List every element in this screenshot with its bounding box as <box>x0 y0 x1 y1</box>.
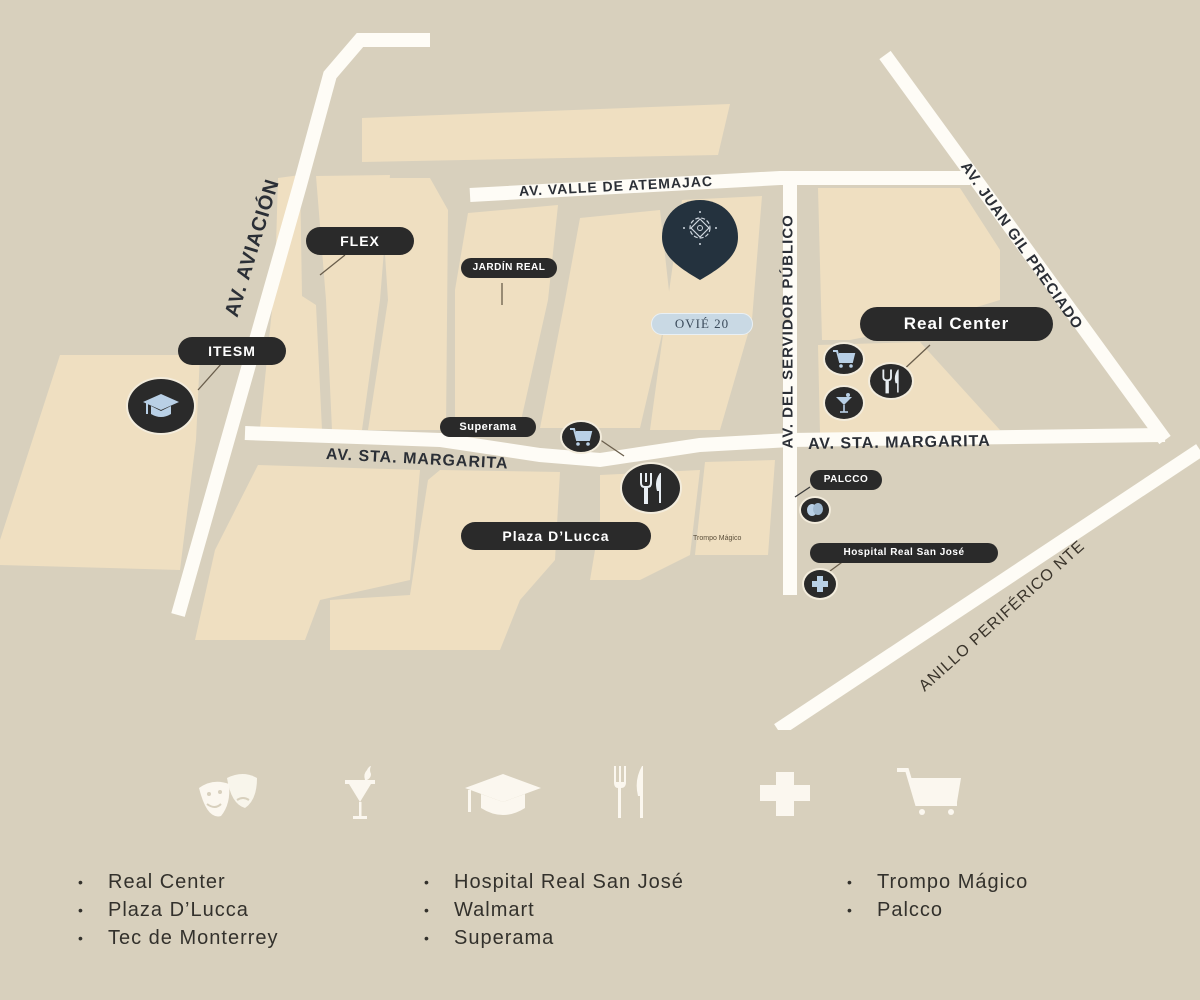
poi-hospital[interactable] <box>802 568 838 600</box>
legend-cocktail <box>343 764 383 827</box>
cocktail-icon <box>836 393 852 413</box>
place-label-hospital[interactable]: Hospital Real San José <box>810 543 998 563</box>
project-pin[interactable] <box>662 200 738 280</box>
fork-knife-icon <box>882 369 899 394</box>
legend-item: •Plaza D’Lucca <box>78 899 249 921</box>
legend-item: •Palcco <box>847 899 944 921</box>
graduation-cap-icon <box>465 774 541 815</box>
theater-masks-icon <box>807 503 823 516</box>
poi-palcco[interactable] <box>799 496 831 524</box>
shopping-cart-icon <box>897 768 961 815</box>
place-label-superama[interactable]: Superama <box>440 417 536 437</box>
project-badge-ovie20[interactable]: OVIÉ 20 <box>651 313 753 335</box>
poi-plaza-dlucca-restaurant[interactable] <box>620 462 682 514</box>
legend-graduation-cap <box>463 772 543 823</box>
place-label-plaza-dlucca[interactable]: Plaza D’Lucca <box>461 522 651 550</box>
poi-superama[interactable] <box>560 420 602 454</box>
legend-column-1: •Real Center •Plaza D’Lucca •Tec de Mont… <box>78 868 279 952</box>
place-label-jardin-real[interactable]: JARDÍN REAL <box>461 258 557 278</box>
graduation-cap-icon <box>143 394 179 417</box>
map[interactable]: AV. AVIACIÓN AV. VALLE DE ATEMAJAC AV. D… <box>0 0 1200 736</box>
shopping-cart-icon <box>570 428 593 446</box>
legend-column-3: •Trompo Mágico •Palcco <box>847 868 1028 924</box>
shopping-cart-icon <box>833 350 856 368</box>
map-canvas <box>0 33 1200 736</box>
legend-item: •Hospital Real San José <box>424 871 684 893</box>
legend-shopping-cart <box>895 768 965 825</box>
poi-real-center-restaurant[interactable] <box>868 362 914 400</box>
poi-real-center-shopping[interactable] <box>823 342 865 376</box>
poi-itesm[interactable] <box>126 377 196 435</box>
place-label-flex[interactable]: FLEX <box>306 227 414 255</box>
fork-knife-icon <box>640 473 661 504</box>
legend-item: •Trompo Mágico <box>847 871 1029 893</box>
poi-real-center-bar[interactable] <box>823 385 865 421</box>
legend-item: •Walmart <box>424 899 535 921</box>
legend-item: •Real Center <box>78 871 226 893</box>
legend-column-2: •Hospital Real San José •Walmart •Supera… <box>424 868 684 952</box>
cocktail-icon <box>345 766 375 819</box>
fork-knife-icon <box>614 766 643 818</box>
legend-medical-cross <box>758 770 814 823</box>
legend-item: •Tec de Monterrey <box>78 927 279 949</box>
legend-fork-knife <box>612 764 652 827</box>
legend-theater-masks <box>197 770 265 829</box>
theater-masks-icon <box>199 774 257 817</box>
place-label-real-center[interactable]: Real Center <box>860 307 1053 341</box>
street-label-margarita-east: AV. STA. MARGARITA <box>807 432 991 453</box>
place-label-palcco[interactable]: PALCCO <box>810 470 882 490</box>
legend-item: •Superama <box>424 927 555 949</box>
place-label-trompo-magico[interactable]: Trompo Mágico <box>693 535 742 542</box>
legend-icons <box>0 760 1200 830</box>
medical-cross-icon <box>760 772 810 816</box>
place-label-itesm[interactable]: ITESM <box>178 337 286 365</box>
roads <box>171 33 1200 736</box>
street-label-servidor: AV. DEL SERVIDOR PÚBLICO <box>779 214 797 449</box>
medical-cross-icon <box>812 576 828 592</box>
